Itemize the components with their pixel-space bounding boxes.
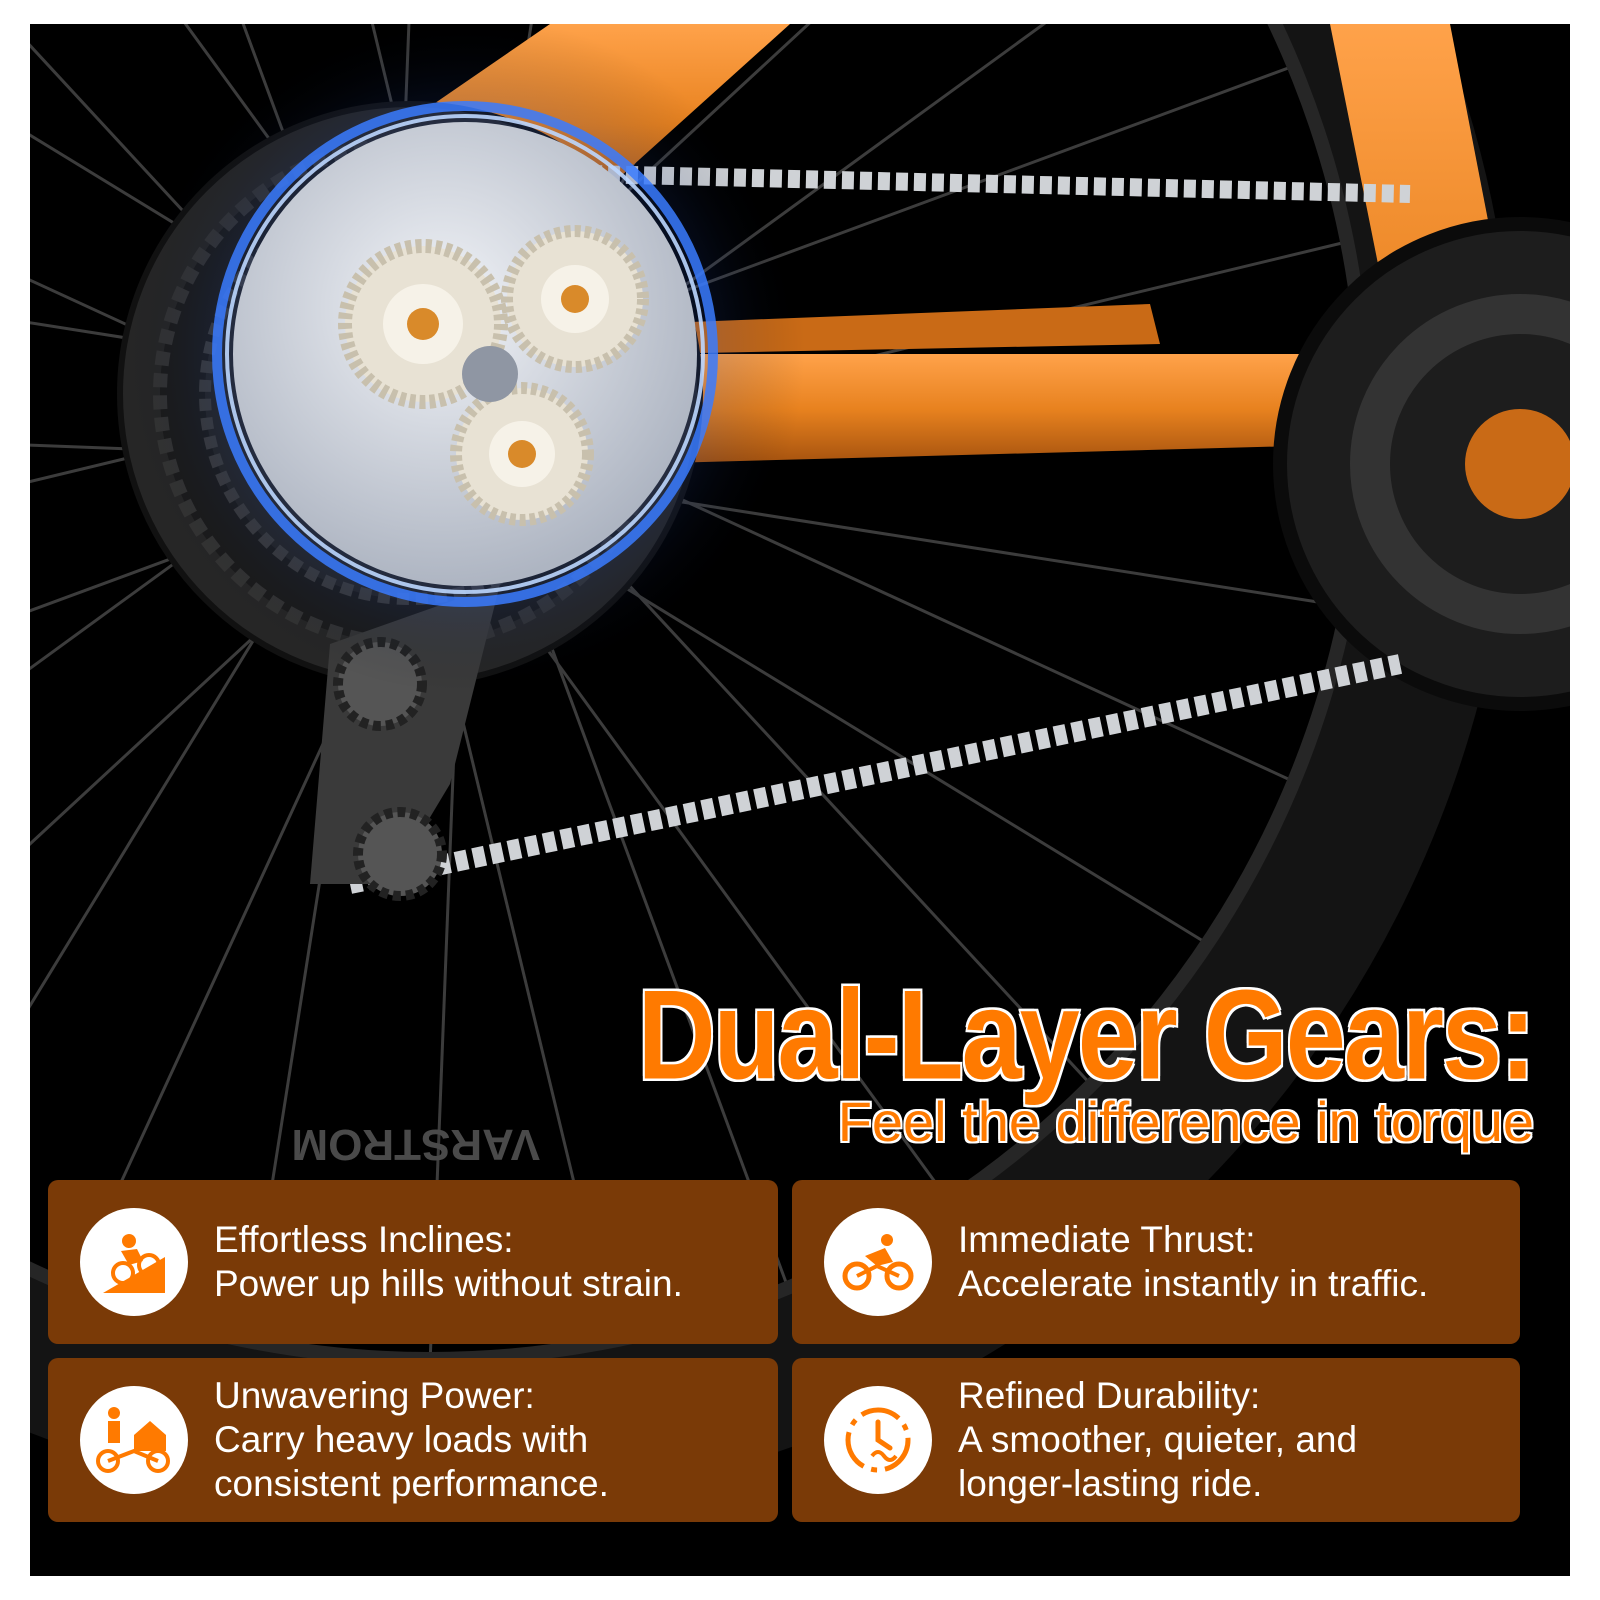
feature-desc: A smoother, quieter, and: [958, 1419, 1358, 1460]
feature-card-power: Unwavering Power: Carry heavy loads with…: [48, 1358, 778, 1522]
durability-timer-icon: [824, 1386, 932, 1494]
cyclist-icon: [824, 1208, 932, 1316]
feature-card-thrust: Immediate Thrust: Accelerate instantly i…: [792, 1180, 1520, 1344]
front-chainring: [1273, 217, 1570, 711]
feature-title: Immediate Thrust:: [958, 1219, 1256, 1260]
feature-desc: consistent performance.: [214, 1463, 609, 1504]
feature-desc: longer-lasting ride.: [958, 1463, 1263, 1504]
headline: Dual-Layer Gears: Feel the difference in…: [636, 962, 1537, 1154]
feature-desc: Accelerate instantly in traffic.: [958, 1263, 1429, 1304]
feature-card-inclines: Effortless Inclines: Power up hills with…: [48, 1180, 778, 1344]
feature-title: Unwavering Power:: [214, 1375, 535, 1416]
product-hero-image: VARSTROM Dual-Layer Gears: Feel the diff…: [30, 24, 1570, 1576]
headline-subtitle: Feel the difference in torque: [837, 1090, 1534, 1153]
headline-title: Dual-Layer Gears:: [636, 962, 1537, 1106]
feature-title: Effortless Inclines:: [214, 1219, 514, 1260]
chain-lower: [347, 654, 1403, 894]
feature-desc: Carry heavy loads with: [214, 1419, 589, 1460]
feature-card-durability: Refined Durability: A smoother, quieter,…: [792, 1358, 1520, 1522]
feature-desc: Power up hills without strain.: [214, 1263, 683, 1304]
hub-glow-ring: [212, 101, 718, 607]
feature-title: Refined Durability:: [958, 1375, 1261, 1416]
hill-climb-rider-icon: [80, 1208, 188, 1316]
cargo-bike-icon: [80, 1386, 188, 1494]
planetary-gears: [338, 225, 649, 526]
rim-brand-text: VARSTROM: [291, 1120, 540, 1169]
